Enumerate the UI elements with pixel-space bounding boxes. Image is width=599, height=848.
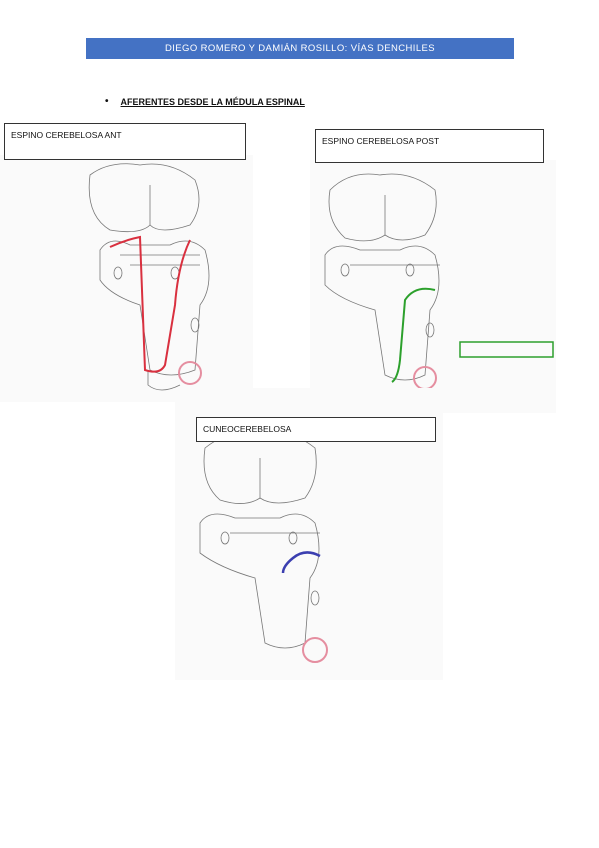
highlight-tract (391, 287, 436, 383)
section-heading: • AFERENTES DESDE LA MÉDULA ESPINAL (105, 96, 305, 107)
figure-spino-cerebellar-anterior (0, 155, 253, 402)
figure-spino-cerebellar-posterior (310, 160, 556, 413)
highlight-circle (178, 361, 202, 385)
highlight-label-box (459, 341, 554, 358)
brainstem-diagram-posterior (324, 173, 554, 390)
highlight-tract (281, 551, 321, 574)
figure-label-box: CUNEOCEREBELOSA (196, 417, 436, 442)
bullet-icon: • (105, 96, 109, 107)
highlight-tract (109, 235, 191, 373)
brainstem-diagram-anterior (88, 163, 210, 391)
figure-label: ESPINO CEREBELOSA ANT (11, 130, 122, 140)
figure-label-box: ESPINO CEREBELOSA POST (315, 129, 544, 163)
figure-label-box: ESPINO CEREBELOSA ANT (4, 123, 246, 160)
figure-label: CUNEOCEREBELOSA (203, 424, 292, 434)
section-title: AFERENTES DESDE LA MÉDULA ESPINAL (120, 96, 305, 107)
highlight-circle (302, 637, 328, 663)
header-title: DIEGO ROMERO Y DAMIÁN ROSILLO: VÍAS DENC… (165, 43, 435, 54)
document-header: DIEGO ROMERO Y DAMIÁN ROSILLO: VÍAS DENC… (86, 38, 514, 59)
figure-label: ESPINO CEREBELOSA POST (322, 136, 440, 146)
brainstem-diagram-cuneo (199, 431, 328, 663)
